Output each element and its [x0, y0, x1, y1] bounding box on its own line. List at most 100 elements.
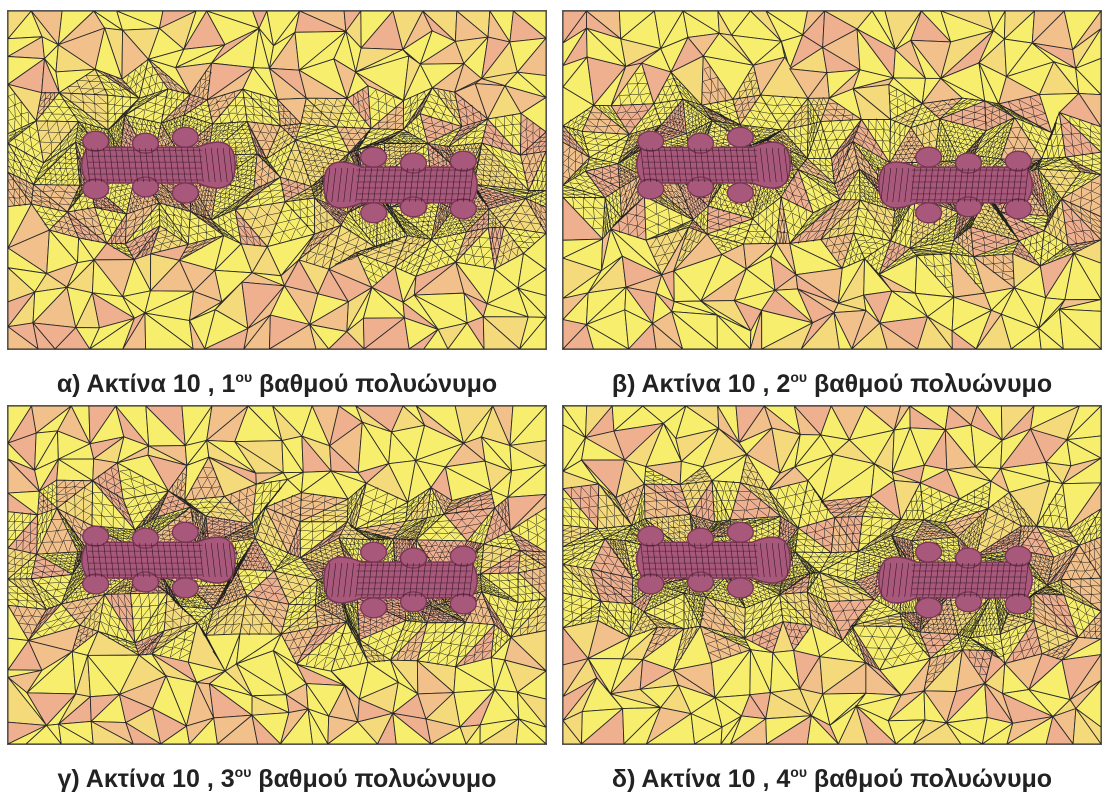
mesh-refinement — [376, 239, 382, 249]
mesh-refinement — [668, 225, 682, 233]
mesh-refinement — [166, 218, 174, 229]
mesh-refinement — [807, 103, 812, 112]
mesh-refinement — [603, 225, 607, 237]
mesh-refinement — [479, 147, 482, 153]
mesh-refinement — [619, 184, 627, 198]
mesh-refinement — [1039, 128, 1049, 141]
mesh-refinement — [398, 251, 408, 262]
mesh-refinement — [1058, 159, 1071, 165]
mesh-refinement — [670, 138, 678, 144]
mesh-refinement — [817, 180, 829, 191]
mesh-refinement — [366, 144, 373, 148]
mesh-refinement — [717, 119, 724, 123]
mesh-refinement — [673, 190, 680, 198]
mesh-refinement — [671, 130, 679, 134]
mesh-refinement — [883, 118, 892, 131]
mesh-refinement — [297, 132, 308, 138]
mesh-refinement — [875, 128, 885, 142]
mesh-refinement — [494, 192, 503, 196]
mesh-refinement — [477, 151, 481, 159]
mesh-refinement — [410, 232, 417, 237]
mesh-refinement — [1043, 168, 1055, 178]
mesh-refinement — [190, 101, 199, 107]
mesh-refinement — [572, 195, 585, 210]
mesh-refinement — [434, 234, 439, 240]
mesh-refinement — [811, 186, 824, 200]
mesh-refinement — [673, 203, 680, 211]
mesh-refinement — [347, 133, 359, 140]
mesh-refinement — [463, 253, 474, 266]
mesh-refinement — [236, 218, 245, 228]
mesh-refinement — [336, 220, 343, 225]
mesh-refinement — [714, 111, 720, 113]
mesh-refinement — [77, 157, 80, 163]
mesh-refinement — [52, 98, 65, 109]
mesh-refinement — [267, 170, 276, 181]
mesh-refinement — [58, 156, 67, 165]
mesh-refinement — [174, 106, 181, 116]
mesh-refinement — [679, 187, 685, 195]
mesh-refinement — [1077, 166, 1087, 171]
mesh-refinement — [673, 77, 682, 87]
mesh-refinement — [717, 88, 726, 102]
mesh-refinement — [434, 221, 437, 228]
caption-a-suffix: βαθμού πολυώνυμο — [252, 370, 498, 398]
mesh-refinement — [245, 113, 255, 125]
mesh-refinement — [397, 134, 403, 137]
mesh-refinement — [32, 199, 43, 206]
vessel-body — [319, 146, 479, 224]
mesh-refinement — [230, 147, 238, 153]
mesh-refinement — [858, 207, 868, 219]
mesh-refinement — [242, 145, 251, 152]
mesh-refinement — [725, 120, 731, 124]
mesh-refinement — [620, 173, 625, 179]
mesh-refinement — [386, 141, 392, 144]
mesh-refinement — [63, 215, 72, 223]
mesh-refinement — [703, 209, 709, 218]
mesh-refinement — [396, 140, 405, 144]
mesh-refinement — [361, 138, 366, 142]
mesh-refinement — [1081, 141, 1093, 155]
mesh-refinement — [1033, 159, 1041, 162]
mesh-refinement — [190, 208, 194, 214]
mesh-refinement — [1007, 122, 1014, 128]
mesh-refinement — [779, 131, 787, 137]
mesh-refinement — [984, 151, 991, 157]
mesh-refinement — [778, 220, 786, 245]
mesh-refinement — [185, 105, 193, 113]
mesh-refinement — [108, 207, 116, 212]
mesh-refinement — [382, 137, 389, 140]
mesh-refinement — [277, 152, 285, 165]
mesh-refinement — [360, 246, 375, 252]
mesh-refinement — [185, 242, 198, 249]
mesh-refinement — [423, 106, 436, 118]
mesh-refinement — [384, 143, 390, 148]
mesh-refinement — [920, 113, 929, 121]
mesh-refinement — [435, 226, 439, 232]
mesh-refinement — [35, 168, 47, 181]
mesh-refinement — [276, 162, 285, 172]
mesh-refinement — [495, 254, 505, 266]
mesh-refinement — [717, 113, 724, 117]
mesh-refinement — [912, 119, 922, 126]
mesh-refinement — [810, 131, 814, 142]
mesh-refinement — [788, 176, 793, 182]
mesh-refinement — [955, 222, 960, 229]
mesh-refinement — [779, 219, 786, 234]
mesh-refinement — [1069, 161, 1080, 167]
mesh-refinement — [400, 146, 406, 154]
mesh-refinement — [964, 139, 972, 146]
mesh-refinement — [126, 124, 131, 132]
mesh-refinement — [763, 199, 769, 206]
mesh-refinement — [23, 136, 33, 149]
mesh-refinement — [217, 215, 227, 226]
mesh-refinement — [89, 124, 95, 130]
mesh-refinement — [821, 192, 834, 203]
mesh-refinement — [959, 218, 965, 225]
mesh-refinement — [1021, 121, 1031, 134]
mesh-refinement — [587, 144, 600, 152]
mesh-refinement — [12, 173, 20, 184]
mesh-refinement — [316, 125, 328, 131]
mesh-refinement — [409, 264, 421, 275]
mesh-refinement — [1051, 134, 1059, 148]
